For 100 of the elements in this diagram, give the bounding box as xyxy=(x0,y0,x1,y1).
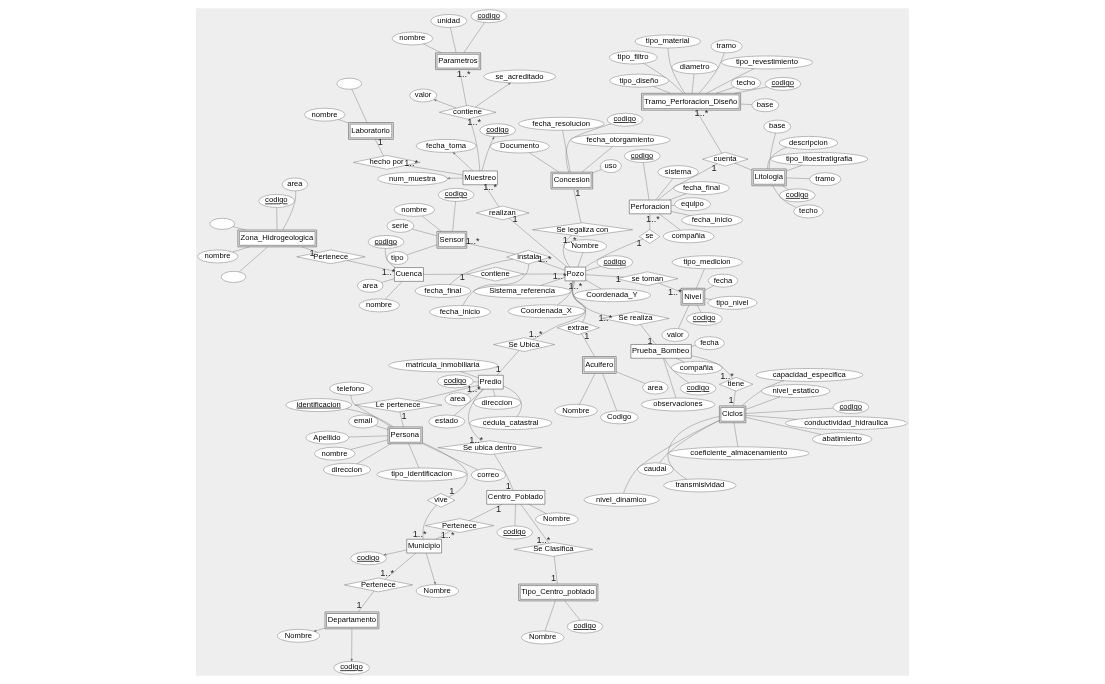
connector xyxy=(421,215,442,232)
node-ellipse: codigo xyxy=(596,255,633,269)
connector xyxy=(459,69,467,106)
connector xyxy=(375,425,389,430)
connector xyxy=(643,162,650,201)
node-ellipse: direccion xyxy=(323,463,371,477)
connector xyxy=(462,263,529,306)
arrow xyxy=(452,152,474,172)
connector xyxy=(675,358,685,363)
connector xyxy=(668,193,687,201)
connector xyxy=(423,274,468,275)
connector xyxy=(463,22,485,53)
connector xyxy=(667,47,686,94)
edge-label: 1..* xyxy=(467,383,481,394)
connector xyxy=(408,443,420,469)
connector xyxy=(782,185,789,190)
connector xyxy=(557,280,575,306)
edge-label: 1..* xyxy=(646,213,660,224)
connector xyxy=(786,177,810,179)
node-ellipse: cedula_catastral xyxy=(469,416,553,430)
node-ellipse: identificacion xyxy=(285,398,352,412)
connector xyxy=(381,278,395,283)
node-diamond: Se legaliza con xyxy=(532,222,633,237)
edge-label: 1 xyxy=(496,503,502,514)
connector xyxy=(239,246,268,273)
connector xyxy=(544,600,556,632)
edge-label: 1..* xyxy=(465,235,480,246)
connector xyxy=(740,103,752,105)
node-ellipse: descripcion xyxy=(779,136,838,150)
node-ellipse: conductividad_hidraulica xyxy=(785,416,908,430)
node-ellipse: tipo_nivel xyxy=(707,296,758,310)
node-ellipse: email xyxy=(348,414,379,429)
node-ellipse: codigo xyxy=(680,381,717,396)
node-ellipse: valor xyxy=(661,328,689,342)
connector xyxy=(449,259,514,285)
node-ellipse: nombre xyxy=(314,447,356,461)
connector xyxy=(664,358,690,384)
connector xyxy=(375,139,384,157)
node-ellipse: direccion xyxy=(473,396,521,410)
connector xyxy=(698,52,725,94)
node-ellipse: codigo xyxy=(470,9,507,23)
connector xyxy=(450,27,457,53)
node-ellipse: codigo xyxy=(258,194,295,208)
connector xyxy=(493,453,514,491)
node-ellipse: unidad xyxy=(430,14,468,28)
connector xyxy=(529,152,560,173)
node-ellipse: Nombre xyxy=(535,512,579,526)
connector xyxy=(745,415,798,420)
node-diamond: se xyxy=(639,229,661,244)
connector xyxy=(466,388,479,395)
connector xyxy=(412,228,437,236)
connector xyxy=(691,345,696,347)
connector xyxy=(540,277,566,286)
node-ellipse: fecha_final xyxy=(673,181,730,195)
connector xyxy=(769,132,776,169)
connector xyxy=(734,163,752,171)
node-ellipse: caudal xyxy=(637,462,674,477)
connector xyxy=(460,371,479,378)
connector xyxy=(704,298,712,300)
connector xyxy=(564,600,581,621)
edge-label: 1..* xyxy=(552,271,567,282)
node-ellipse: codigo xyxy=(479,123,516,137)
connector xyxy=(623,420,720,494)
connector xyxy=(616,371,646,384)
connector xyxy=(585,266,602,272)
connector xyxy=(422,504,437,540)
node-diamond: contiene xyxy=(439,105,497,120)
connector xyxy=(423,43,442,53)
connector xyxy=(399,411,404,428)
node-diamond: Se Ubica xyxy=(493,337,555,352)
connector xyxy=(678,305,690,329)
connector xyxy=(452,201,456,232)
node-ellipse: nombre xyxy=(393,203,435,217)
node-ellipse: nombre xyxy=(304,108,346,122)
node-ellipse: techo xyxy=(793,204,824,219)
connector xyxy=(655,178,674,201)
node-ellipse: techo xyxy=(730,76,761,90)
node-ellipse: Documento xyxy=(490,139,550,154)
node-ellipse: nivel_dinamico xyxy=(583,493,660,507)
node-diamond: Pertenece xyxy=(425,518,494,533)
node-ellipse: nivel_estatico xyxy=(761,384,831,398)
node-ellipse: equipo xyxy=(674,197,711,211)
connector xyxy=(733,422,739,447)
node-ellipse: Coordenada_X xyxy=(507,304,586,318)
node-ellipse: codigo xyxy=(496,525,533,540)
connector xyxy=(670,211,691,216)
connector xyxy=(384,552,417,580)
connector xyxy=(405,165,464,176)
connector xyxy=(406,244,437,256)
connector xyxy=(745,417,822,435)
connector xyxy=(232,226,246,231)
node-ellipse: codigo xyxy=(686,312,723,326)
connector xyxy=(691,73,695,94)
connector xyxy=(385,281,403,300)
edge-label: 1 xyxy=(647,336,653,347)
edge-label: 1 xyxy=(459,271,465,282)
node-ellipse: tipo_filtro xyxy=(609,50,658,65)
node-ellipse: codigo xyxy=(624,149,661,163)
arrow xyxy=(433,99,457,109)
node-ellipse: tipo_revestimiento xyxy=(721,55,814,70)
